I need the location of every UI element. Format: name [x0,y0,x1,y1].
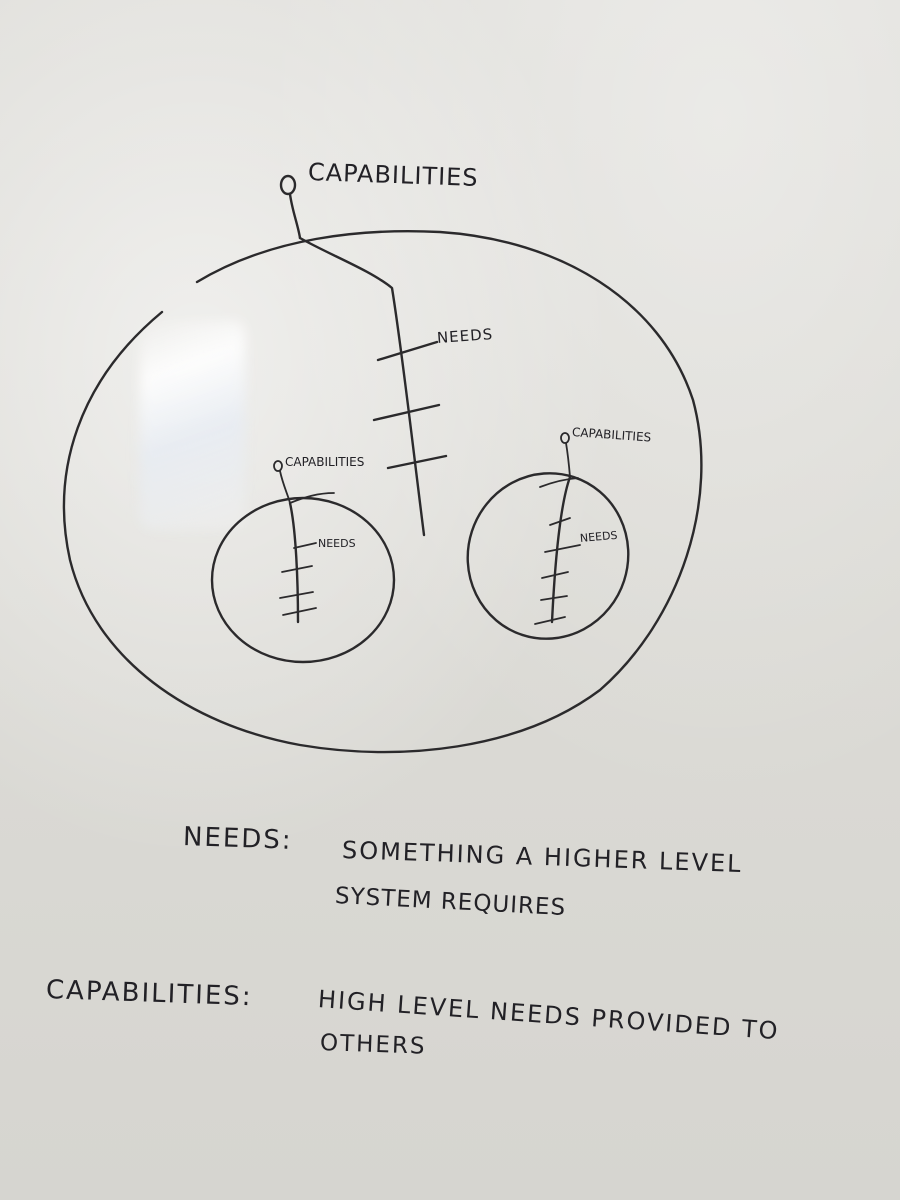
capabilities-definition-line-2: others [319,1030,427,1060]
top-capabilities-node [279,174,297,196]
main-needs-spine [298,236,426,537]
left-needs-tick-1 [293,542,317,549]
left-capabilities-label: Capabilities [285,455,365,469]
left-needs-label: Needs [318,537,356,550]
left-connector-line [279,470,291,504]
right-needs-tick-3 [541,571,569,579]
left-needs-tick-2 [281,565,313,573]
outer-system-circle [62,229,703,754]
right-needs-spine [550,475,572,624]
left-needs-spine [288,501,300,624]
right-top-tick [539,477,579,488]
right-needs-tick-2 [544,544,581,553]
light-glare [140,320,245,530]
left-needs-tick-3 [279,591,314,599]
right-child-circle [466,472,630,640]
top-connector-line [288,192,302,240]
left-needs-tick-4 [282,607,317,616]
left-capabilities-node [273,460,283,472]
right-connector-line [565,442,571,478]
main-needs-tick-3 [386,454,448,470]
right-capabilities-node [560,432,570,444]
right-needs-tick-1 [549,517,571,526]
left-top-tick [289,492,335,504]
main-needs-tick-1 [376,340,439,362]
right-needs-tick-5 [534,616,566,625]
right-needs-tick-4 [540,595,568,601]
needs-definition-term: Needs: [182,822,294,856]
left-child-circle [210,496,396,664]
main-needs-tick-2 [372,403,441,422]
top-capabilities-label: CAPABILITIES [307,158,480,192]
